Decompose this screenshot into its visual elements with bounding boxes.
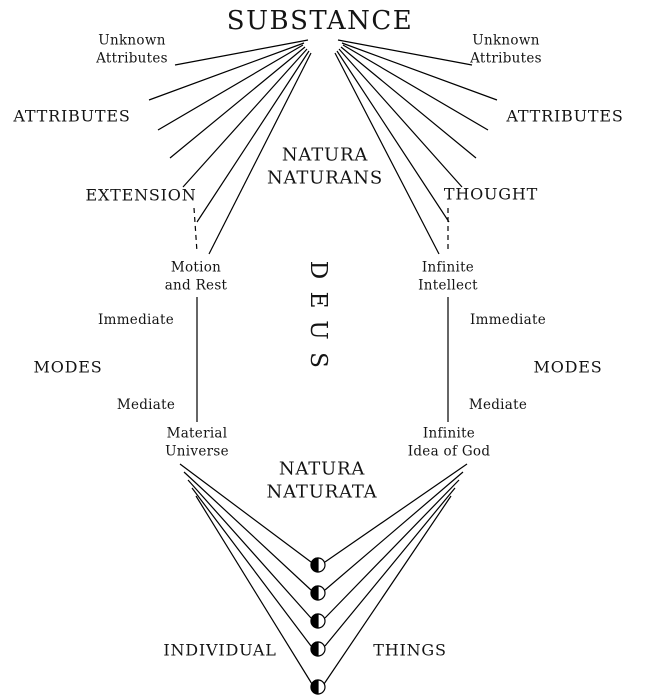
individual-thing-node: [310, 613, 326, 629]
things-label: THINGS: [373, 640, 447, 660]
individual-thing-node: [310, 679, 326, 695]
individual-thing-node: [310, 641, 326, 657]
unknown-attributes-right-label: Unknown Attributes: [470, 32, 542, 66]
immediate-left-label: Immediate: [97, 312, 175, 329]
unknown-attributes-left-label: Unknown Attributes: [96, 32, 168, 66]
extension-label: EXTENSION: [85, 185, 197, 205]
individual-thing-node: [310, 585, 326, 601]
deus-letter-u: U: [305, 320, 331, 340]
natura-naturata-label: NATURA NATURATA: [266, 458, 378, 503]
modes-right-label: MODES: [533, 357, 603, 377]
immediate-right-label: Immediate: [469, 312, 547, 329]
attributes-left-label: ATTRIBUTES: [13, 106, 131, 126]
infinite-intellect-label: Infinite Intellect: [418, 259, 478, 293]
deus-letter-d: D: [305, 260, 331, 280]
thought-label: THOUGHT: [443, 184, 539, 204]
motion-and-rest-label: Motion and Rest: [164, 259, 228, 293]
natura-naturata-fan-left: [179, 463, 313, 685]
deus-letter-s: S: [305, 352, 331, 368]
individual-label: INDIVIDUAL: [163, 640, 277, 660]
mode-chain-lines: [196, 297, 449, 422]
substance-label: SUBSTANCE: [226, 6, 414, 37]
individual-thing-node: [310, 557, 326, 573]
natura-naturans-label: NATURA NATURANS: [267, 144, 383, 189]
substance-rays-left: [148, 39, 312, 255]
individual-thing-nodes: [310, 557, 326, 695]
mediate-left-label: Mediate: [116, 397, 176, 414]
modes-left-label: MODES: [33, 357, 103, 377]
deus-letter-e: E: [305, 291, 331, 309]
substance-rays-right: [334, 39, 498, 255]
deus-vertical-label: D E U S: [305, 255, 331, 375]
natura-naturata-fan-right: [323, 463, 468, 685]
mediate-right-label: Mediate: [468, 397, 528, 414]
infinite-idea-of-god-label: Infinite Idea of God: [407, 425, 491, 459]
material-universe-label: Material Universe: [165, 425, 229, 459]
dashed-connectors: [193, 207, 449, 253]
attributes-right-label: ATTRIBUTES: [506, 106, 624, 126]
